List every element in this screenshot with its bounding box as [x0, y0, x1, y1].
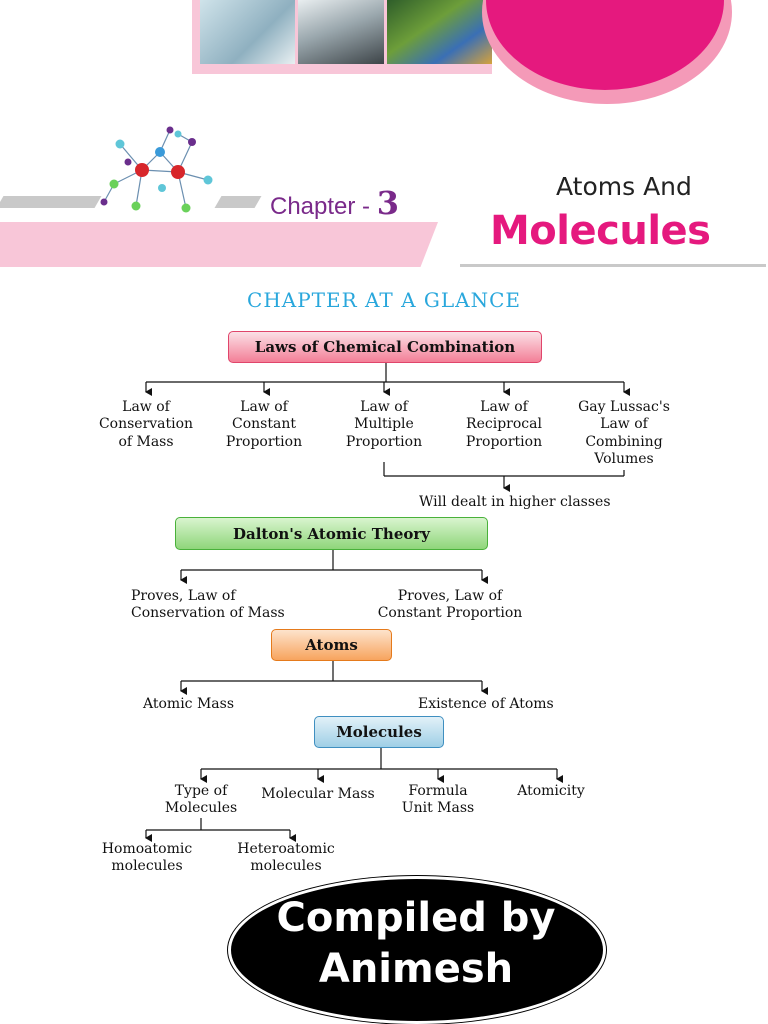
type-of-molecules: Type of Molecules	[164, 783, 238, 817]
microscope-photo	[298, 0, 384, 64]
law-conservation-of-mass: Law of Conservation of Mass	[98, 399, 194, 450]
molecules-box: Molecules	[314, 716, 444, 748]
compiled-by-text: Compiled by Animesh	[276, 895, 556, 992]
chapter-number: 3	[376, 184, 399, 222]
pink-band	[0, 222, 438, 267]
section-heading: CHAPTER AT A GLANCE	[247, 288, 521, 312]
higher-classes-note: Will dealt in higher classes	[419, 494, 611, 510]
molecular-mass: Molecular Mass	[261, 786, 375, 802]
nature-photo	[387, 0, 492, 64]
formula-unit-mass: Formula Unit Mass	[401, 783, 475, 817]
dalton-box: Dalton's Atomic Theory	[175, 517, 488, 550]
homoatomic-molecules: Homoatomic molecules	[101, 841, 193, 875]
atomicity: Atomicity	[517, 783, 585, 799]
laws-box: Laws of Chemical Combination	[228, 331, 542, 363]
compiled-by-badge	[228, 876, 606, 1024]
proves-constant-proportion: Proves, Law of Constant Proportion	[377, 588, 523, 622]
chapter-label-text: Chapter -	[270, 193, 371, 220]
atoms-box: Atoms	[271, 629, 392, 661]
law-multiple-proportion: Law of Multiple Proportion	[345, 399, 423, 450]
atomic-mass: Atomic Mass	[143, 696, 235, 712]
heteroatomic-molecules: Heteroatomic molecules	[237, 841, 335, 875]
title-line-2: Molecules	[490, 208, 711, 254]
existence-of-atoms: Existence of Atoms	[418, 696, 554, 712]
chapter-label: Chapter - 3	[270, 184, 399, 222]
law-reciprocal-proportion: Law of Reciprocal Proportion	[465, 399, 543, 450]
dna-photo	[200, 0, 295, 64]
molecule-icon	[100, 126, 213, 213]
title-line-1: Atoms And	[556, 172, 692, 201]
title-rule	[460, 264, 766, 267]
law-constant-proportion: Law of Constant Proportion	[225, 399, 303, 450]
gay-lussacs-law: Gay Lussac's Law of Combining Volumes	[578, 399, 670, 467]
proves-conservation-of-mass: Proves, Law of Conservation of Mass	[131, 588, 285, 622]
